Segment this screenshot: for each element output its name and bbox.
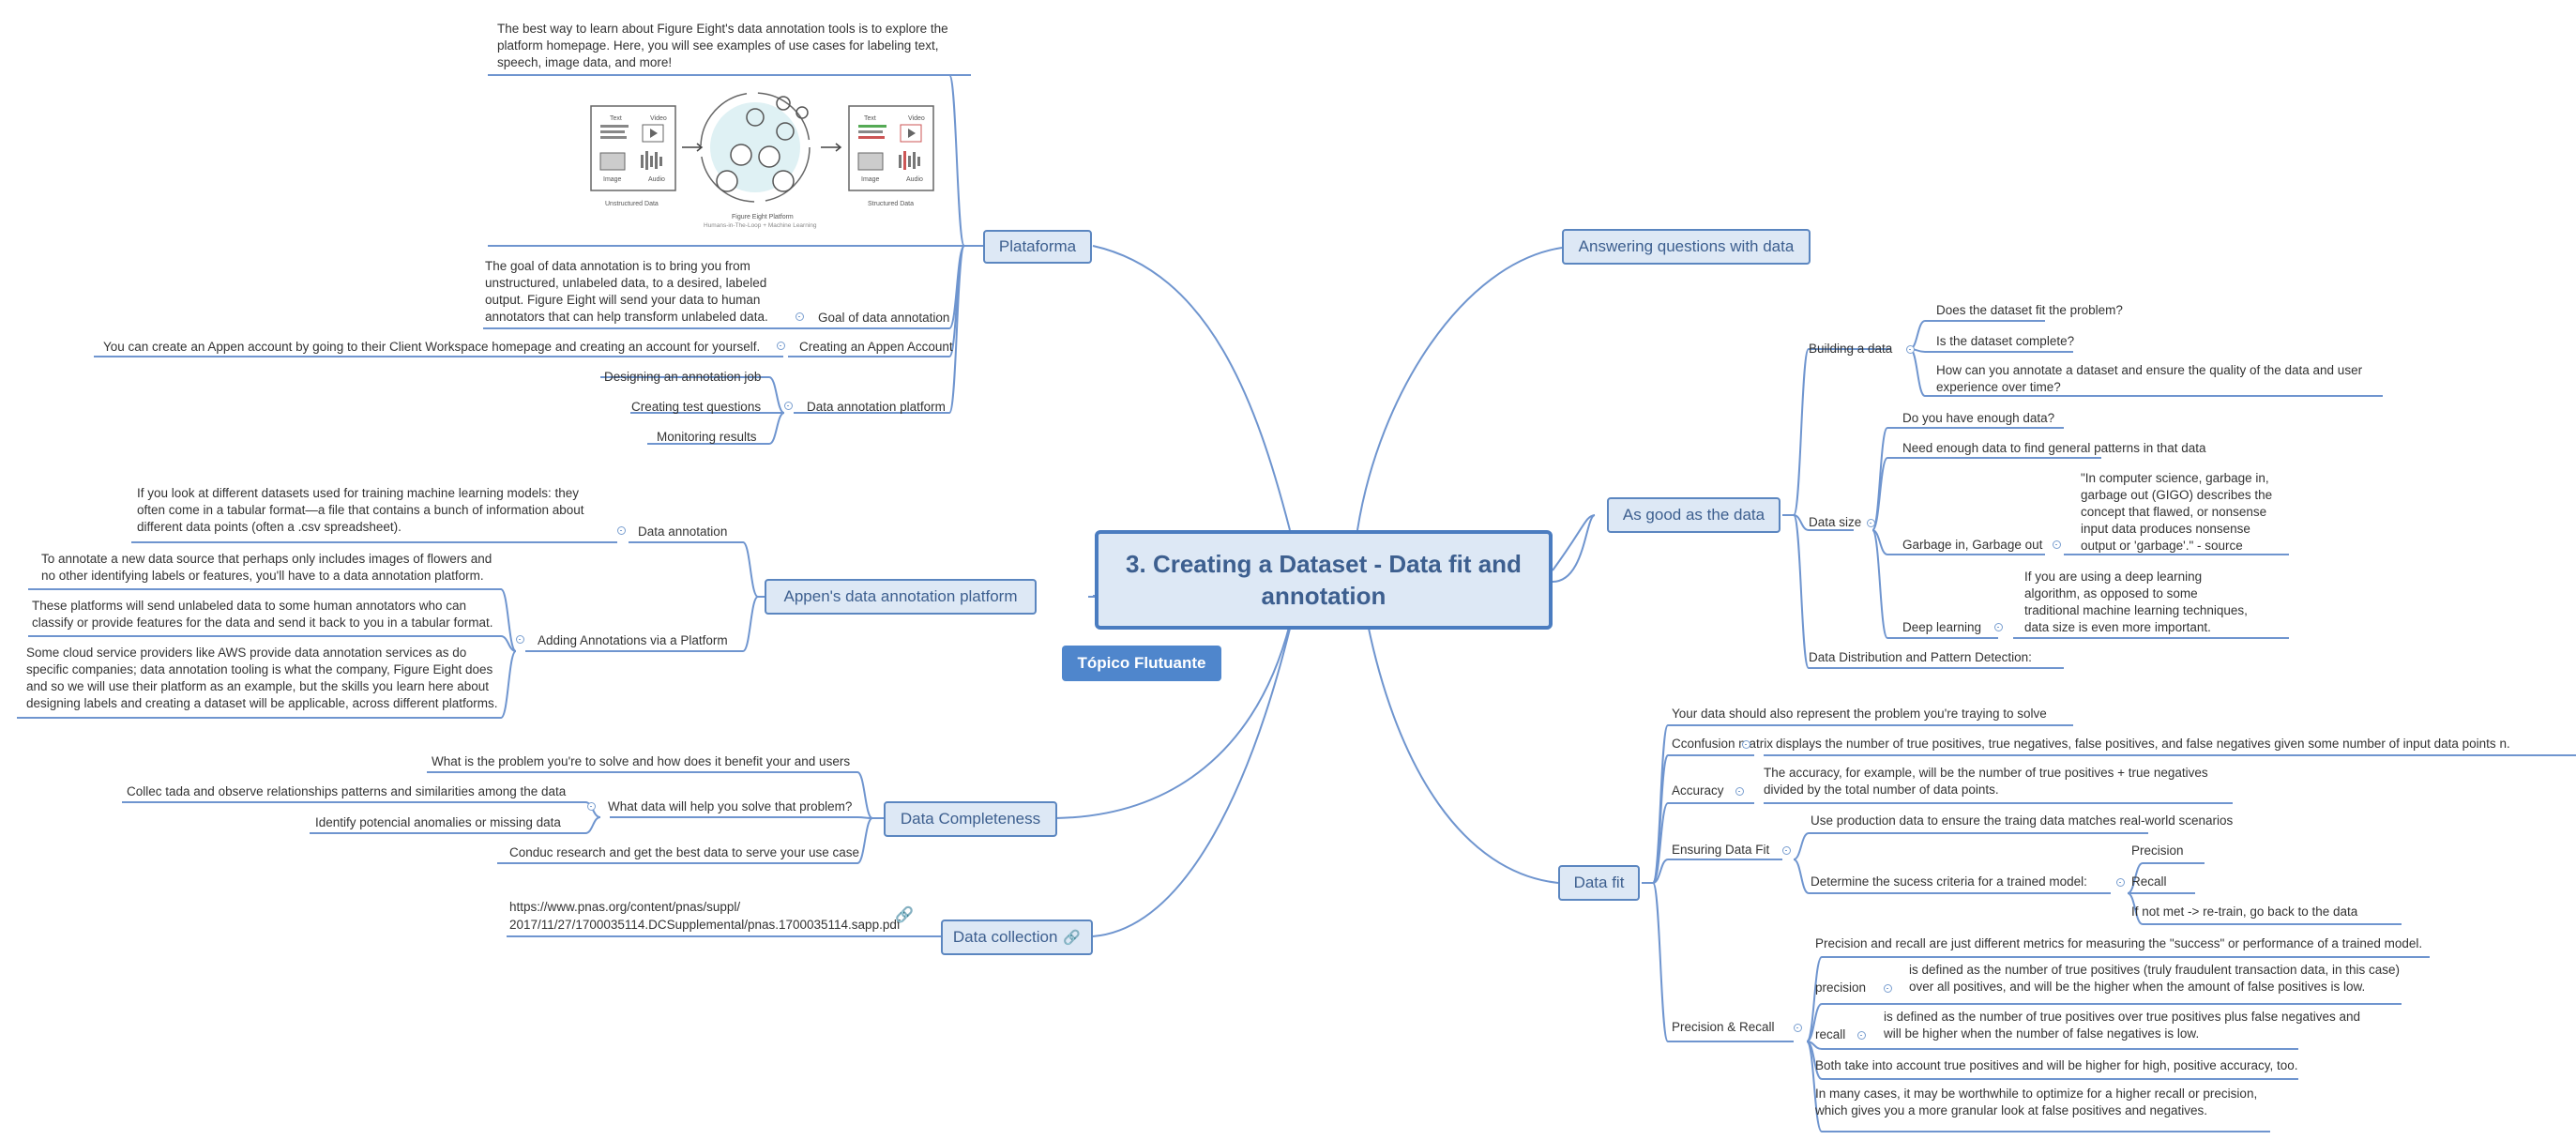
building-data-label[interactable]: Building a data bbox=[1809, 342, 1893, 356]
floating-topic[interactable]: Tópico Flutuante bbox=[1062, 646, 1221, 681]
accuracy-label[interactable]: Accuracy bbox=[1672, 783, 1724, 798]
appen-account-label[interactable]: Creating an Appen Account bbox=[799, 340, 953, 354]
pr-both: Both take into account true positives an… bbox=[1815, 1058, 2298, 1072]
illus-text-label-2: Text bbox=[864, 115, 876, 122]
completeness-conduct: Conduc research and get the best data to… bbox=[509, 845, 859, 859]
collection-url-line1[interactable]: https://www.pnas.org/content/pnas/suppl/ bbox=[509, 900, 741, 914]
criteria-item-recall: Recall bbox=[2131, 874, 2167, 889]
central-topic[interactable]: 3. Creating a Dataset - Data fit and ann… bbox=[1095, 530, 1553, 630]
recall-text: is defined as the number of true positiv… bbox=[1884, 1010, 2361, 1041]
topic-data-fit[interactable]: Data fit bbox=[1558, 865, 1640, 901]
criteria-item-precision: Precision bbox=[2131, 844, 2184, 858]
collapse-toggle-confusion[interactable] bbox=[1742, 740, 1750, 749]
building-item-1: Does the dataset fit the problem? bbox=[1936, 303, 2123, 317]
garbage-label[interactable]: Garbage in, Garbage out bbox=[1902, 538, 2043, 552]
collection-url-line2[interactable]: 2017/11/27/1700035114.DCSupplemental/pna… bbox=[509, 918, 901, 932]
illus-unstructured-label: Unstructured Data bbox=[605, 201, 659, 207]
topic-answering-questions[interactable]: Answering questions with data bbox=[1562, 229, 1811, 265]
url-link-icon[interactable]: 🔗 bbox=[895, 907, 914, 923]
illus-platform-sub: Humans-in-The-Loop + Machine Learning bbox=[704, 222, 817, 229]
confusion-matrix-text: displays the number of true positives, t… bbox=[1776, 737, 2510, 751]
collapse-toggle-accuracy[interactable] bbox=[1735, 787, 1744, 796]
central-topic-line2: annotation bbox=[1261, 582, 1386, 610]
collapse-toggle-adding[interactable] bbox=[516, 635, 524, 644]
collapse-toggle-criteria[interactable] bbox=[2116, 878, 2125, 887]
topic-data-completeness[interactable]: Data Completeness bbox=[884, 801, 1057, 837]
illus-platform-label: Figure Eight Platform bbox=[732, 214, 794, 220]
what-data-item-1: Collec tada and observe relationships pa… bbox=[127, 784, 567, 798]
appen-account-text: You can create an Appen account by going… bbox=[103, 340, 761, 354]
collapse-toggle-garbage[interactable] bbox=[2053, 540, 2061, 549]
precision-recall-label[interactable]: Precision & Recall bbox=[1672, 1020, 1775, 1034]
illus-audio-label-2: Audio bbox=[906, 176, 923, 183]
illus-video-label: Video bbox=[650, 115, 667, 122]
size-item-2: Need enough data to find general pattern… bbox=[1902, 441, 2206, 455]
illus-audio-label: Audio bbox=[648, 176, 665, 183]
collapse-toggle-recall[interactable] bbox=[1857, 1031, 1866, 1040]
pr-intro: Precision and recall are just different … bbox=[1815, 936, 2423, 950]
plataforma-intro: The best way to learn about Figure Eight… bbox=[497, 22, 948, 69]
adding-item-1: To annotate a new data source that perha… bbox=[41, 552, 492, 583]
completeness-problem: What is the problem you're to solve and … bbox=[432, 754, 851, 768]
collapse-toggle-what-data[interactable] bbox=[587, 802, 596, 811]
data-collection-label: Data collection bbox=[952, 928, 1058, 946]
collapse-toggle-deep[interactable] bbox=[1994, 623, 2003, 631]
ensuring-fit-text: Use production data to ensure the traing… bbox=[1811, 813, 2234, 828]
criteria-label[interactable]: Determine the sucess criteria for a trai… bbox=[1811, 874, 2087, 889]
data-annotation-label[interactable]: Data annotation bbox=[638, 524, 728, 539]
adding-item-2: These platforms will send unlabeled data… bbox=[32, 599, 493, 630]
data-size-label[interactable]: Data size bbox=[1809, 515, 1862, 529]
illus-text-label: Text bbox=[610, 115, 622, 122]
illus-image-label: Image bbox=[603, 176, 622, 183]
data-annotation-text: If you look at different datasets used f… bbox=[137, 486, 584, 534]
collapse-toggle-size[interactable] bbox=[1867, 519, 1875, 527]
collapse-toggle-annotation[interactable] bbox=[617, 526, 626, 535]
data-distribution: Data Distribution and Pattern Detection: bbox=[1809, 650, 2032, 664]
building-item-2: Is the dataset complete? bbox=[1936, 334, 2075, 348]
goal-of-annotation-label[interactable]: Goal of data annotation bbox=[818, 311, 950, 325]
goal-of-annotation-text: The goal of data annotation is to bring … bbox=[485, 259, 768, 324]
illus-image-label-2: Image bbox=[861, 176, 880, 183]
size-item-1: Do you have enough data? bbox=[1902, 411, 2055, 425]
deep-learning-label[interactable]: Deep learning bbox=[1902, 620, 1982, 634]
pr-many: In many cases, it may be worthwhile to o… bbox=[1815, 1087, 2258, 1117]
adding-item-3: Some cloud service providers like AWS pr… bbox=[26, 646, 498, 710]
what-data-label[interactable]: What data will help you solve that probl… bbox=[608, 799, 853, 813]
building-item-3: How can you annotate a dataset and ensur… bbox=[1936, 363, 2363, 394]
illus-structured-label: Structured Data bbox=[868, 201, 914, 207]
platform-item-designing: Designing an annotation job bbox=[604, 370, 762, 384]
confusion-matrix-label[interactable]: Cconfusion matrix bbox=[1672, 737, 1774, 751]
illus-video-label-2: Video bbox=[908, 115, 925, 122]
collapse-toggle-platform[interactable] bbox=[784, 402, 793, 410]
adding-annotations-label[interactable]: Adding Annotations via a Platform bbox=[538, 633, 728, 647]
collapse-toggle-goal[interactable] bbox=[796, 312, 804, 321]
topic-data-collection[interactable]: Data collection 🔗 bbox=[941, 920, 1093, 955]
collapse-toggle-precision[interactable] bbox=[1884, 984, 1892, 993]
garbage-text: "In computer science, garbage in, garbag… bbox=[2081, 471, 2273, 553]
ensuring-fit-label[interactable]: Ensuring Data Fit bbox=[1672, 843, 1770, 857]
collapse-toggle-ensuring[interactable] bbox=[1782, 846, 1791, 855]
link-icon[interactable]: 🔗 bbox=[1063, 930, 1082, 946]
accuracy-text: The accuracy, for example, will be the n… bbox=[1764, 766, 2208, 797]
what-data-item-2: Identify potencial anomalies or missing … bbox=[315, 815, 561, 829]
topic-appen-platform[interactable]: Appen's data annotation platform bbox=[765, 579, 1037, 615]
platform-item-test-questions: Creating test questions bbox=[631, 400, 762, 414]
precision-label[interactable]: precision bbox=[1815, 980, 1867, 995]
central-topic-line1: 3. Creating a Dataset - Data fit and bbox=[1126, 550, 1522, 578]
data-annotation-platform-label[interactable]: Data annotation platform bbox=[807, 400, 946, 414]
fit-represent: Your data should also represent the prob… bbox=[1672, 707, 2047, 721]
platform-item-monitoring: Monitoring results bbox=[657, 430, 757, 444]
collapse-toggle-account[interactable] bbox=[777, 342, 785, 350]
recall-label[interactable]: recall bbox=[1815, 1027, 1846, 1041]
topic-as-good-as-data[interactable]: As good as the data bbox=[1607, 497, 1780, 533]
figure-eight-illustration: Text Video Image Audio Unstructured Data… bbox=[590, 92, 934, 229]
collapse-toggle-pr[interactable] bbox=[1794, 1024, 1802, 1032]
deep-learning-text: If you are using a deep learning algorit… bbox=[2024, 570, 2248, 634]
precision-text: is defined as the number of true positiv… bbox=[1909, 963, 2401, 994]
collapse-toggle-building[interactable] bbox=[1906, 345, 1915, 354]
topic-plataforma[interactable]: Plataforma bbox=[983, 230, 1092, 264]
criteria-item-retrain: If not met -> re-train, go back to the d… bbox=[2131, 904, 2358, 919]
